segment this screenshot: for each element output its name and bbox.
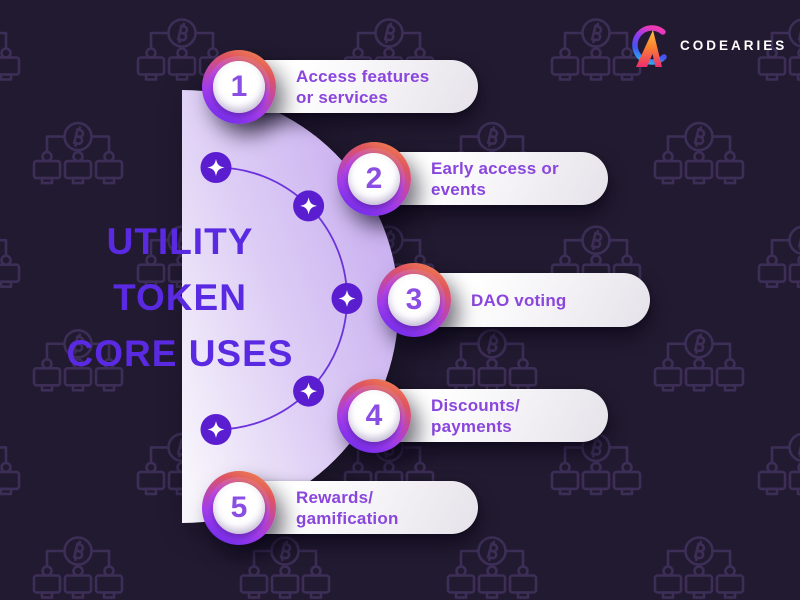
sparkle-node — [331, 283, 363, 314]
badge-inner-circle: 3 — [388, 273, 440, 326]
step-item-3: 3 DAO voting — [377, 262, 650, 337]
step-number-badge: 5 — [202, 470, 276, 545]
step-number-badge: 3 — [377, 262, 451, 337]
sparkle-icon — [300, 382, 318, 400]
sparkle-node — [293, 375, 325, 407]
step-number-badge: 4 — [337, 378, 411, 453]
sparkle-icon — [207, 421, 225, 438]
step-number-badge: 2 — [337, 141, 411, 216]
badge-inner-circle: 4 — [348, 389, 400, 442]
sparkle-node — [293, 190, 325, 222]
step-label: Rewards/gamification — [296, 487, 399, 528]
badge-inner-circle: 5 — [213, 481, 265, 534]
badge-inner-circle: 1 — [213, 60, 265, 113]
step-item-4: 4 Discounts/payments — [337, 378, 608, 453]
sparkle-icon — [300, 197, 318, 215]
step-number-badge: 1 — [202, 49, 276, 124]
badge-inner-circle: 2 — [348, 152, 400, 205]
sparkle-node — [200, 152, 232, 183]
brand-logo: CODEARIES — [628, 21, 787, 69]
step-number: 3 — [405, 282, 423, 316]
step-number: 5 — [230, 490, 248, 524]
brand-name: CODEARIES — [680, 37, 788, 53]
step-label: Discounts/payments — [431, 395, 520, 436]
title-line: CORE USES — [66, 333, 294, 374]
step-number: 1 — [230, 69, 248, 103]
sparkle-icon — [207, 159, 225, 176]
page-title: UTILITY TOKEN CORE USES — [38, 214, 322, 382]
codearies-logo-icon — [632, 25, 667, 67]
step-number: 2 — [365, 161, 383, 195]
title-line: UTILITY — [106, 221, 254, 262]
sparkle-node — [200, 414, 232, 445]
sparkle-icon — [338, 290, 356, 307]
step-label: DAO voting — [471, 290, 567, 310]
step-number: 4 — [365, 398, 383, 432]
title-line: TOKEN — [113, 277, 247, 318]
step-item-5: 5 Rewards/gamification — [202, 470, 478, 545]
